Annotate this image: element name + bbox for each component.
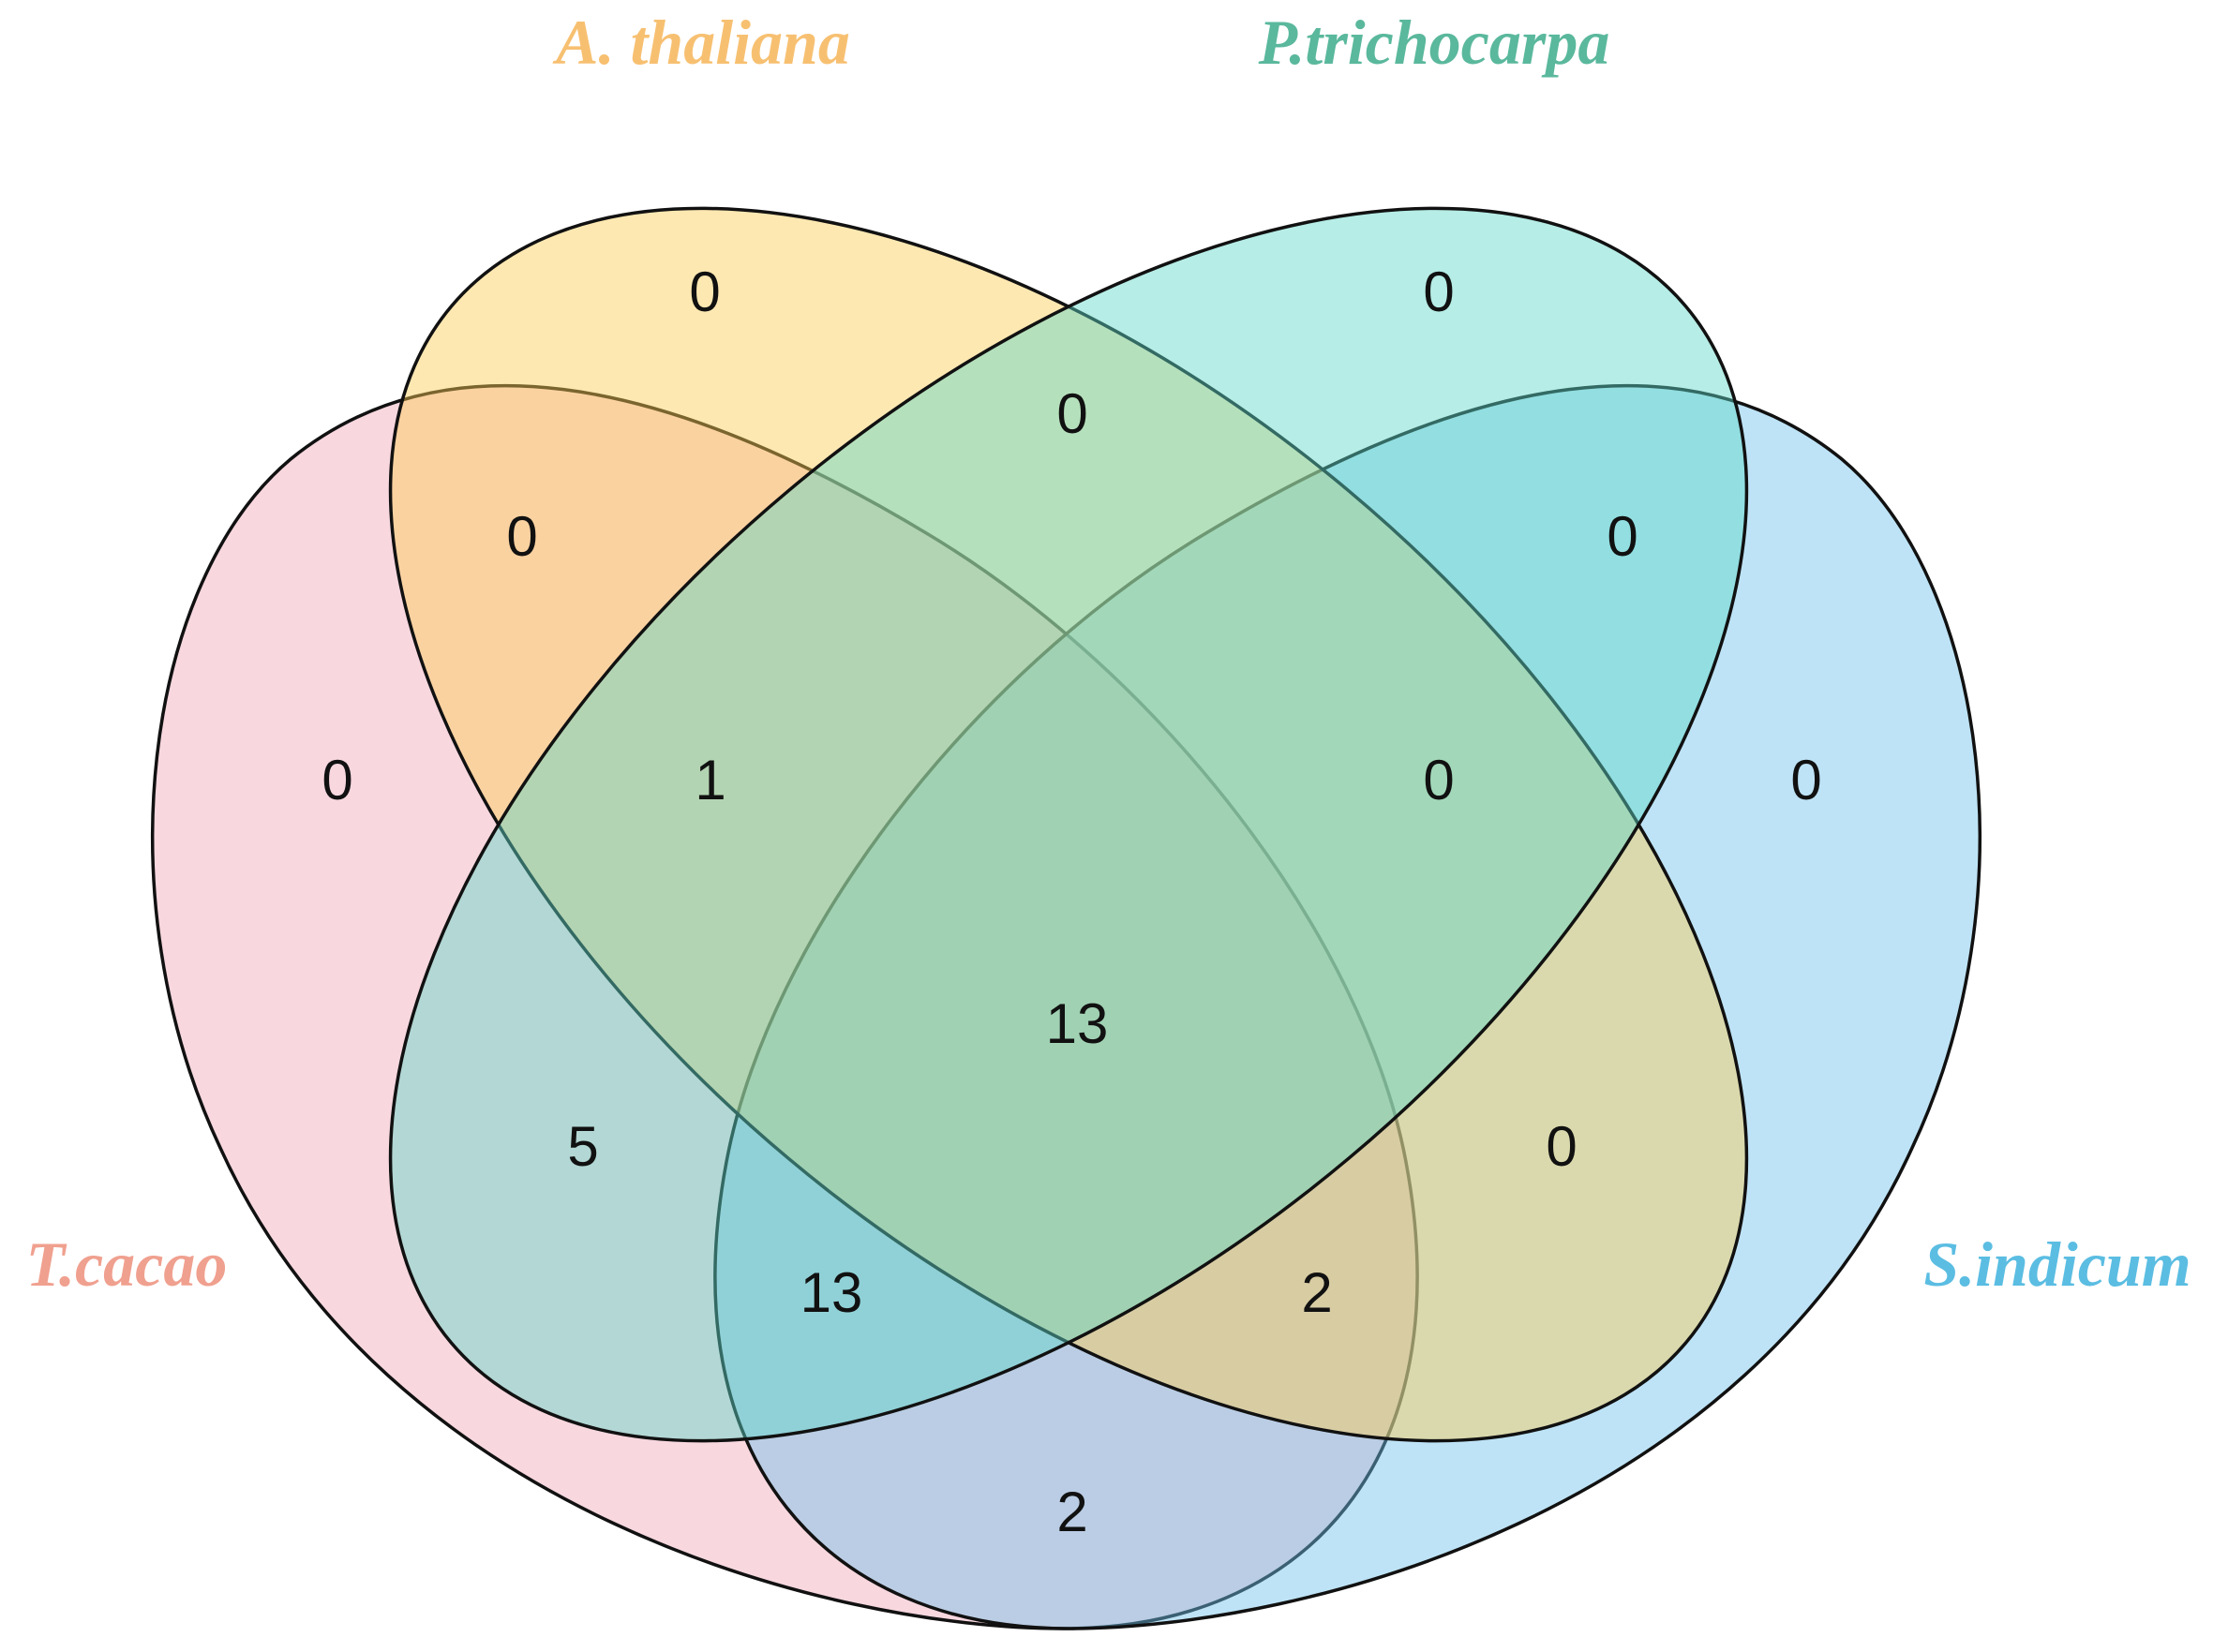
set-label-sindicum: S.indicum — [1923, 1228, 2191, 1300]
count-a-only: 0 — [689, 260, 720, 323]
count-t-a: 0 — [506, 505, 537, 568]
set-shape-tcacao — [151, 383, 1419, 1630]
count-t-a-s: 2 — [1301, 1261, 1332, 1324]
count-t-a-p: 1 — [695, 749, 725, 811]
set-label-athaliana: A. thaliana — [552, 7, 850, 78]
venn-shapes — [151, 206, 1981, 1630]
count-all: 13 — [1046, 992, 1109, 1055]
count-t-p-s: 13 — [800, 1261, 863, 1324]
set-label-ptrichocarpa: P.trichocarpa — [1258, 7, 1610, 78]
set-shape-ptrichocarpa — [388, 206, 1749, 1443]
count-p-only: 0 — [1423, 260, 1454, 323]
count-t-s: 2 — [1056, 1481, 1087, 1543]
set-shape-sindicum — [713, 383, 1981, 1630]
count-a-p: 0 — [1056, 382, 1087, 445]
region-counts: 0 0 0 0 0 0 1 0 0 13 5 0 13 2 2 — [321, 260, 1821, 1543]
count-t-p: 5 — [567, 1115, 598, 1178]
set-labels: A. thaliana P.trichocarpa T.cacao S.indi… — [26, 7, 2191, 1300]
set-shape-athaliana — [388, 206, 1749, 1443]
count-a-s: 0 — [1546, 1115, 1577, 1178]
count-a-p-s: 0 — [1423, 749, 1454, 811]
count-p-s: 0 — [1607, 505, 1637, 568]
set-label-tcacao: T.cacao — [26, 1228, 228, 1300]
count-t-only: 0 — [321, 749, 352, 811]
count-s-only: 0 — [1790, 749, 1821, 811]
